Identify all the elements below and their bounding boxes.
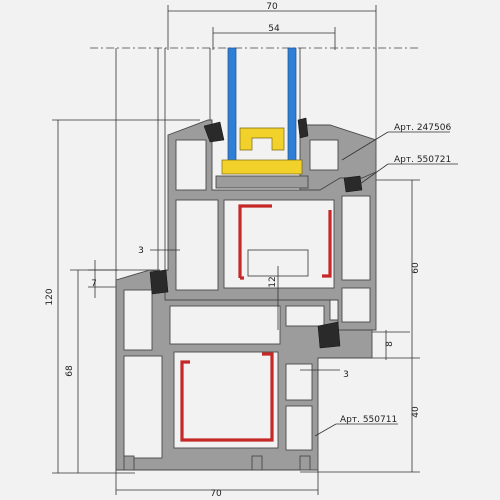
glass-gasket-outer — [297, 117, 309, 139]
glass-gasket-inner — [203, 121, 225, 143]
dimension-frame-height: 68 — [65, 365, 75, 377]
frame-gasket-outer — [317, 321, 341, 349]
dimension-total-height: 120 — [45, 288, 55, 305]
frame-profile — [115, 269, 373, 471]
sealant — [221, 159, 303, 175]
dimension-lines — [57, 10, 413, 491]
article-label-550711: Арт. 550711 — [340, 415, 397, 425]
dimension-top-overall: 70 — [266, 2, 278, 12]
dimension-step: 8 — [385, 341, 395, 347]
dimension-gap-right: 3 — [343, 370, 349, 380]
glass-pane-left — [227, 47, 237, 169]
dimension-bottom-overall: 70 — [210, 489, 222, 499]
gaskets — [149, 117, 363, 349]
spacer-frame — [239, 127, 285, 151]
sash-gasket — [343, 175, 363, 193]
dimension-sash-height: 60 — [411, 262, 421, 274]
frame-reinforcement — [180, 352, 274, 442]
dimension-top-glass: 54 — [268, 24, 280, 34]
article-label-550721: Арт. 550721 — [394, 155, 451, 165]
frame-gasket-inner — [149, 269, 169, 295]
dimension-rebate: 12 — [268, 276, 278, 287]
dimension-wall-gap: 3 — [138, 246, 144, 256]
glazing-bead — [299, 124, 377, 191]
sash-reinforcement — [238, 204, 332, 280]
article-label-247506: Арт. 247506 — [394, 123, 451, 133]
dimension-overlap: 7 — [91, 279, 97, 289]
glass-unit — [215, 47, 309, 189]
article-leaders — [314, 131, 458, 437]
glass-pane-right — [287, 47, 297, 169]
dimension-frame-lower: 40 — [411, 406, 421, 418]
